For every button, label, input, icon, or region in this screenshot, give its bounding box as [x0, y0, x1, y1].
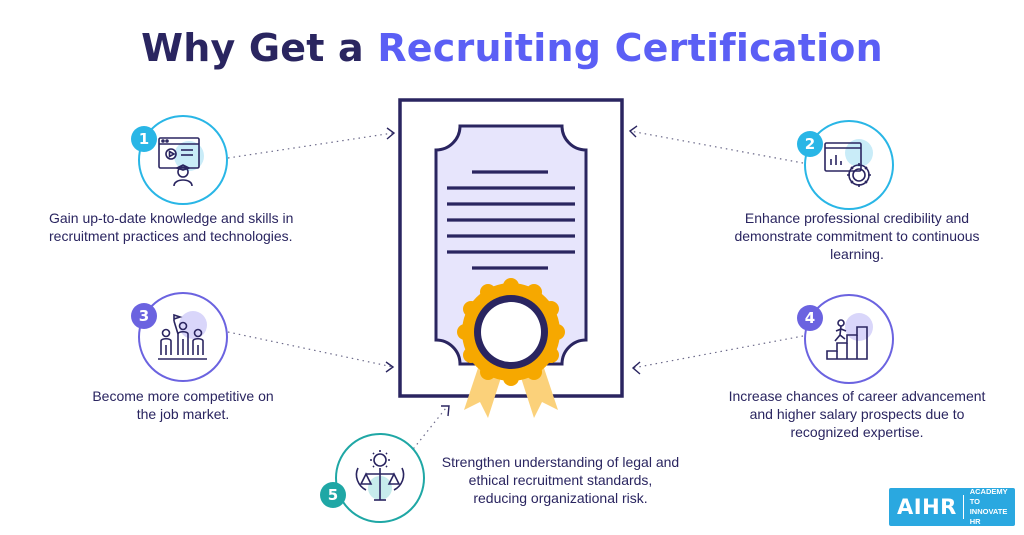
benefit-2-number: 2	[797, 131, 823, 157]
title-part-1: Why Get a	[141, 26, 364, 70]
competition-icon	[158, 311, 207, 360]
analytics-gear-icon	[824, 139, 873, 187]
logo-separator	[962, 495, 964, 519]
certificate-icon	[398, 98, 624, 418]
title-part-2: Recruiting Certification	[377, 26, 883, 70]
justice-scales-icon	[355, 450, 405, 501]
connector-3	[227, 331, 394, 368]
logo-tagline: ACADEMY TO INNOVATE HR	[969, 487, 1008, 526]
logo-main: AIHR	[897, 495, 957, 519]
arrowhead-2	[628, 125, 638, 138]
arrowhead-5	[441, 405, 450, 417]
arrowhead-3	[385, 361, 395, 373]
connector-4	[632, 335, 804, 369]
arrowhead-1	[386, 127, 396, 140]
benefit-3-text: Become more competitive on the job marke…	[92, 388, 274, 422]
benefit-3-number: 3	[131, 303, 157, 329]
connector-2	[629, 130, 804, 164]
benefit-1-number: 1	[131, 126, 157, 152]
benefit-4-text: Increase chances of career advancement a…	[728, 388, 986, 440]
benefit-5-number: 5	[320, 482, 346, 508]
arrowhead-4	[631, 361, 641, 375]
benefit-1-text: Gain up-to-date knowledge and skills in …	[49, 210, 294, 244]
career-stairs-icon	[826, 313, 873, 360]
page-title: Why Get a Recruiting Certification	[0, 26, 1024, 70]
benefit-2-text: Enhance professional credibility and dem…	[734, 210, 980, 262]
online-learning-icon	[158, 137, 204, 187]
connector-5	[409, 407, 447, 454]
connector-1	[227, 132, 394, 159]
benefit-4-number: 4	[797, 305, 823, 331]
benefit-5-badge	[335, 433, 425, 523]
aihr-logo: AIHR ACADEMY TO INNOVATE HR	[889, 487, 1015, 526]
benefit-5-text: Strengthen understanding of legal and et…	[441, 454, 680, 506]
